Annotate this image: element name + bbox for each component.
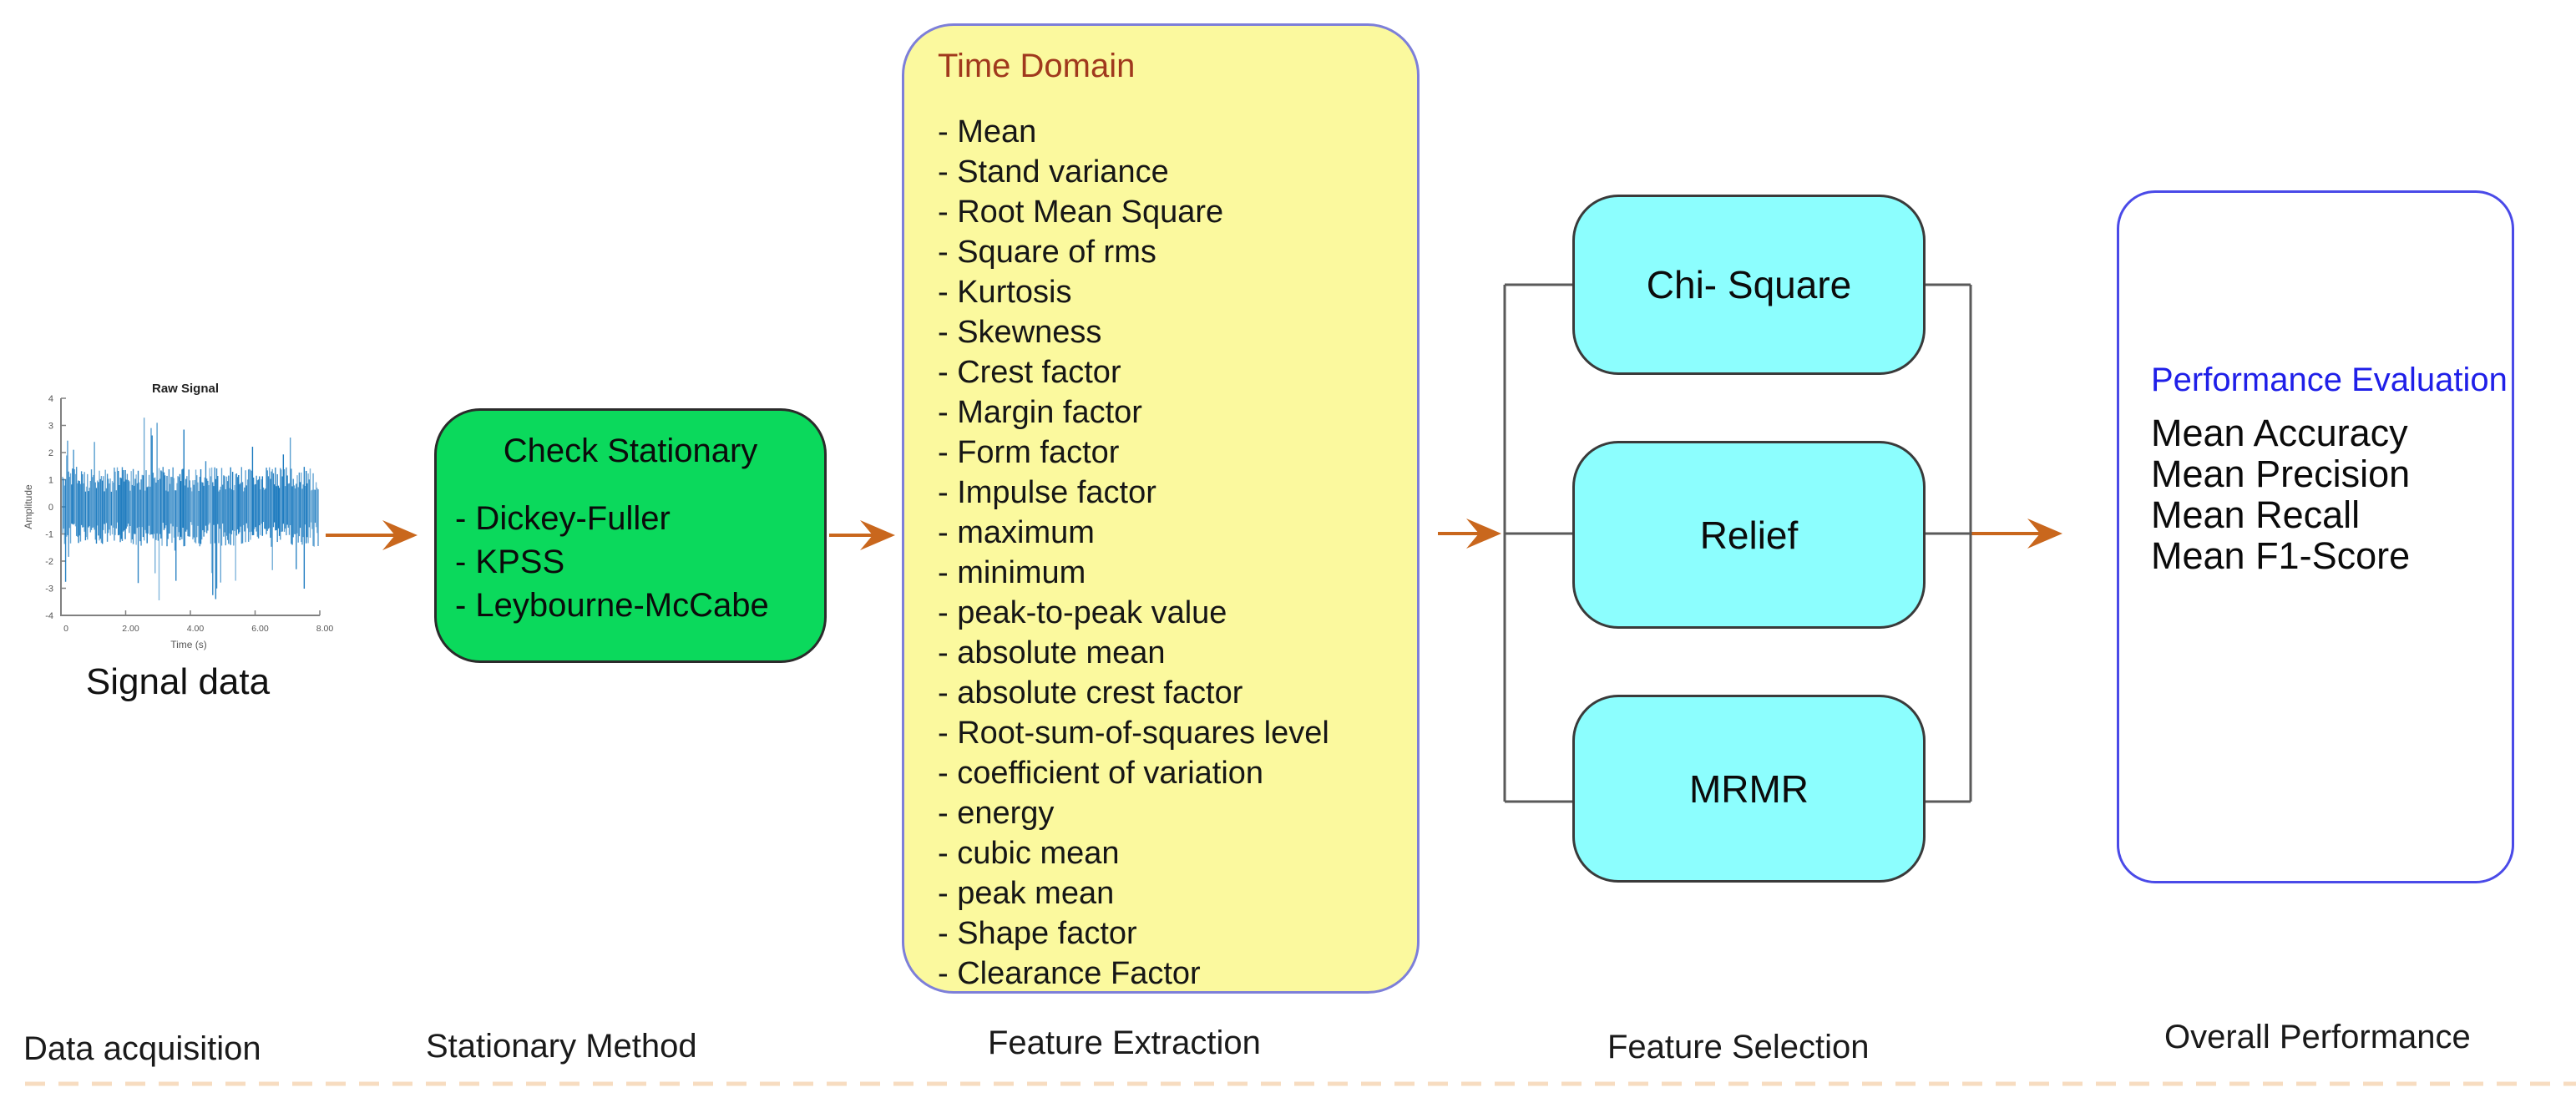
feature-item: - Root-sum-of-squares level — [938, 716, 1329, 751]
selection-bracket-right — [1926, 283, 1972, 803]
performance-item: Mean Recall — [2151, 493, 2361, 536]
feature-item: - Form factor — [938, 435, 1120, 470]
svg-text:-2: -2 — [45, 557, 53, 567]
svg-text:2.00: 2.00 — [122, 624, 139, 634]
flow-arrow-3 — [1438, 519, 1501, 549]
stationary-item: - Leybourne-McCabe — [455, 587, 769, 624]
flow-arrow-1 — [326, 520, 418, 550]
time-domain-title: Time Domain — [938, 48, 1136, 84]
performance-title: Performance Evaluation — [2151, 362, 2508, 398]
stage-label-stationary-method: Stationary Method — [426, 1028, 697, 1065]
svg-text:4: 4 — [48, 394, 53, 404]
svg-text:0: 0 — [63, 624, 68, 634]
performance-item: Mean Precision — [2151, 453, 2411, 495]
stage-label-overall-performance: Overall Performance — [2164, 1019, 2471, 1055]
flow-arrow-4 — [1971, 519, 2062, 549]
svg-text:-1: -1 — [45, 530, 53, 540]
feature-item: - Stand variance — [938, 154, 1169, 190]
check-stationary-title: Check Stationary — [503, 433, 758, 469]
svg-text:-3: -3 — [45, 584, 53, 595]
feature-item: - peak mean — [938, 876, 1115, 911]
stationary-item: - Dickey-Fuller — [455, 500, 671, 537]
svg-text:0: 0 — [48, 503, 53, 513]
svg-text:4.00: 4.00 — [187, 624, 205, 634]
relief-box: Relief — [1572, 441, 1926, 629]
performance-item: Mean F1-Score — [2151, 534, 2411, 577]
feature-item: - Mean — [938, 114, 1037, 149]
feature-item: - Crest factor — [938, 355, 1121, 390]
feature-item: - cubic mean — [938, 836, 1120, 871]
feature-item: - Clearance Factor — [938, 956, 1201, 991]
chi-square-box: Chi- Square — [1572, 195, 1926, 375]
flow-arrow-2 — [829, 520, 895, 550]
stage-label-data-acquisition: Data acquisition — [23, 1030, 261, 1067]
plot-xlabel: Time (s) — [170, 639, 207, 650]
feature-item: - Square of rms — [938, 235, 1156, 270]
feature-item: - absolute mean — [938, 635, 1166, 670]
feature-item: - coefficient of variation — [938, 756, 1264, 791]
stationary-item: - KPSS — [455, 544, 565, 580]
svg-text:6.00: 6.00 — [251, 624, 269, 634]
stage-label-feature-selection: Feature Selection — [1607, 1029, 1870, 1065]
plot-axes — [60, 398, 320, 616]
performance-item: Mean Accuracy — [2151, 412, 2408, 454]
feature-item: - Kurtosis — [938, 275, 1072, 310]
plot-title: Raw Signal — [152, 382, 219, 396]
stationary-item-list: - Dickey-Fuller - KPSS - Leybourne-McCabe — [437, 497, 824, 627]
feature-item: - minimum — [938, 555, 1086, 590]
feature-item: - Shape factor — [938, 916, 1137, 951]
feature-item: - maximum — [938, 515, 1095, 550]
feature-item: - Skewness — [938, 315, 1102, 350]
feature-item: - energy — [938, 796, 1055, 831]
feature-item: - Root Mean Square — [938, 195, 1224, 230]
svg-text:2: 2 — [48, 448, 53, 458]
plot-tick-labels: 4 3 2 1 0 -1 -2 -3 -4 0 2.00 4.00 6.00 8.00 — [45, 394, 333, 634]
feature-item: - Impulse factor — [938, 475, 1156, 510]
feature-extraction-box: Time Domain - Mean - Stand variance - Root… — [902, 23, 1420, 994]
feature-item-list: - Mean - Stand variance - Root Mean Square… — [904, 112, 1417, 994]
signal-waveform — [62, 417, 319, 600]
feature-item: - peak-to-peak value — [938, 595, 1227, 630]
svg-text:3: 3 — [48, 422, 53, 432]
stage-label-feature-extraction: Feature Extraction — [988, 1025, 1261, 1061]
mrmr-box: MRMR — [1572, 695, 1926, 883]
selection-bracket-left — [1503, 283, 1572, 803]
svg-text:1: 1 — [48, 476, 53, 486]
svg-text:8.00: 8.00 — [316, 624, 334, 634]
check-stationary-box: Check Stationary - Dickey-Fuller- KPSS- … — [434, 408, 827, 663]
feature-item: - absolute crest factor — [938, 675, 1243, 711]
svg-text:-4: -4 — [45, 611, 53, 621]
signal-data-caption: Signal data — [85, 661, 271, 702]
plot-ylabel: Amplitude — [23, 484, 34, 529]
feature-item: - Margin factor — [938, 395, 1142, 430]
